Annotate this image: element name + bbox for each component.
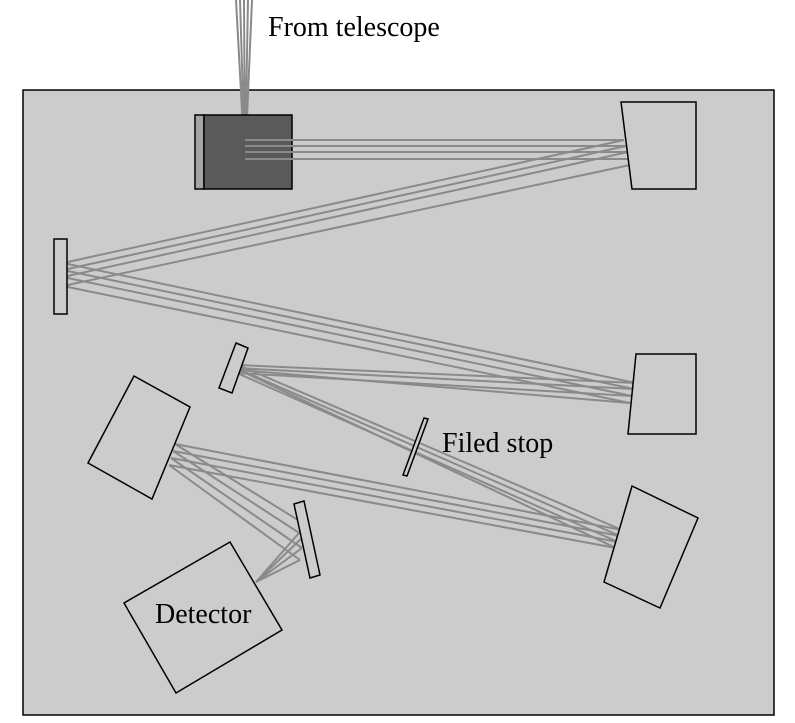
- slit-edge: [194, 114, 205, 190]
- label-field-stop: Filed stop: [442, 428, 553, 459]
- detector: [122, 540, 284, 695]
- detector-fold-mirror: [293, 500, 321, 579]
- second-mirror: [627, 353, 697, 435]
- fold-mirror: [53, 238, 68, 315]
- relay-mirror: [218, 342, 249, 394]
- grating: [603, 484, 699, 610]
- camera-optic: [86, 374, 191, 501]
- field-stop: [402, 417, 429, 477]
- label-detector: Detector: [155, 599, 252, 630]
- ray-paths: [62, 139, 637, 583]
- collimator-mirror: [620, 101, 697, 190]
- label-telescope: From telescope: [268, 12, 440, 43]
